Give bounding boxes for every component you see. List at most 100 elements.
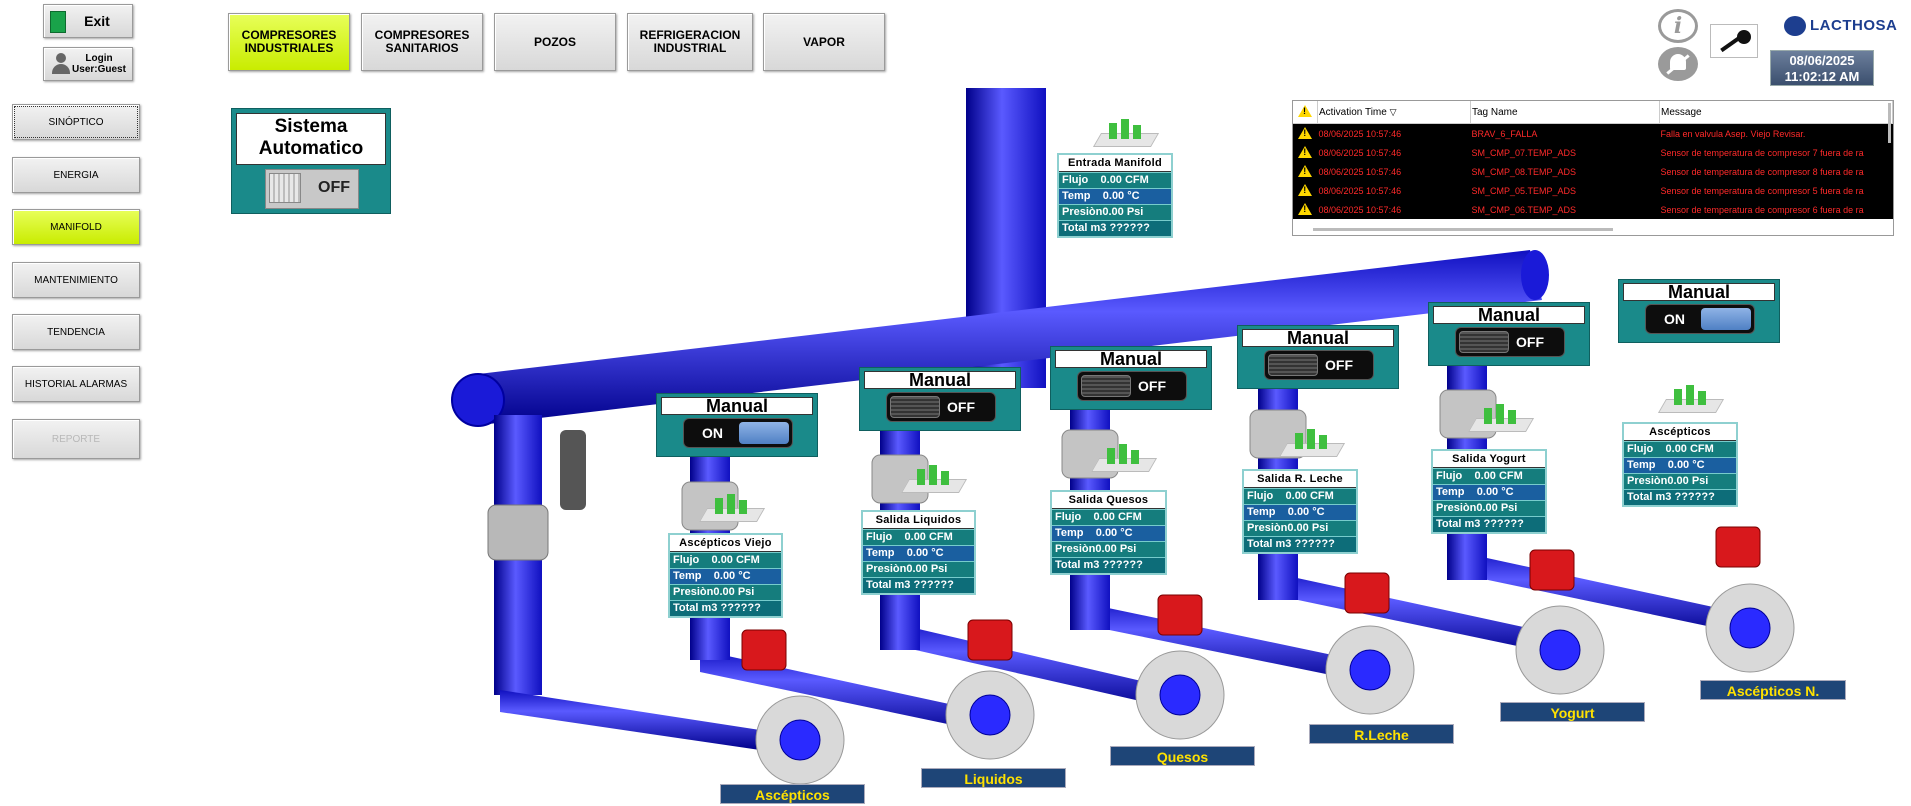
manual-title: Manual bbox=[661, 397, 813, 415]
chart-icon[interactable] bbox=[1467, 402, 1535, 436]
presion-row: Presiòn0.00 Psi bbox=[1433, 500, 1545, 516]
toggle-knob bbox=[1701, 308, 1751, 330]
key-icon[interactable] bbox=[1710, 24, 1758, 58]
flujo-value: 0.00 CFM bbox=[711, 554, 760, 566]
column-label: Activation Time bbox=[1319, 106, 1387, 118]
sidebar-item-manifold[interactable]: MANIFOLD bbox=[12, 209, 140, 245]
outlet-tag-asepticos-n: Ascépticos N. bbox=[1700, 680, 1846, 700]
chart-icon[interactable] bbox=[1090, 442, 1158, 476]
flujo-value: 0.00 CFM bbox=[1100, 174, 1149, 186]
info-icon[interactable]: i bbox=[1658, 9, 1698, 43]
column-message[interactable]: Message bbox=[1659, 101, 1893, 124]
temp-row: Temp 0.00 °C bbox=[1244, 504, 1356, 520]
outlet-rleche-info: Salida R. Leche Flujo 0.00 CFM Temp 0.00… bbox=[1242, 469, 1358, 554]
manual-toggle[interactable]: OFF bbox=[886, 392, 996, 422]
chart-icon[interactable] bbox=[1092, 117, 1160, 151]
outlet-quesos-info: Salida Quesos Flujo 0.00 CFM Temp 0.00 °… bbox=[1050, 490, 1167, 575]
user-icon bbox=[52, 53, 70, 75]
warning-icon bbox=[1298, 104, 1312, 117]
tab-label-line1: VAPOR bbox=[803, 34, 845, 49]
info-title: Salida Quesos bbox=[1052, 492, 1165, 509]
alarm-time: 08/06/2025 10:57:46 bbox=[1317, 143, 1471, 162]
total-row: Total m3 ?????? bbox=[1624, 489, 1736, 505]
alarm-tag: SM_CMP_06.TEMP_ADS bbox=[1470, 200, 1660, 219]
alarm-row[interactable]: 08/06/2025 10:57:46SM_CMP_07.TEMP_ADSSen… bbox=[1293, 143, 1893, 162]
user-label: User:Guest bbox=[72, 64, 126, 75]
manual-toggle[interactable]: OFF bbox=[1264, 350, 1374, 380]
flujo-row: Flujo 0.00 CFM bbox=[1433, 468, 1545, 484]
temp-row: Temp 0.00 °C bbox=[1059, 188, 1171, 204]
alarm-header-row: Activation Time ▽ Tag Name Message bbox=[1293, 101, 1893, 124]
alarm-row[interactable]: 08/06/2025 10:57:46SM_CMP_08.TEMP_ADSSen… bbox=[1293, 162, 1893, 181]
sidebar-item-historial-alarmas[interactable]: HISTORIAL ALARMAS bbox=[12, 366, 140, 402]
alarm-row[interactable]: 08/06/2025 10:57:46SM_CMP_05.TEMP_ADSSen… bbox=[1293, 181, 1893, 200]
exit-label: Exit bbox=[84, 12, 110, 29]
alarm-tag: SM_CMP_08.TEMP_ADS bbox=[1470, 162, 1660, 181]
sidebar-item-tendencia[interactable]: TENDENCIA bbox=[12, 314, 140, 350]
temp-value: 0.00 °C bbox=[1095, 527, 1133, 539]
login-label: Login bbox=[85, 53, 113, 64]
brand-name: LACTHOSA bbox=[1810, 17, 1898, 34]
alarm-tag: BRAV_6_FALLA bbox=[1470, 123, 1660, 143]
login-button[interactable]: Login User:Guest bbox=[43, 47, 133, 81]
sidebar-item-label: MANIFOLD bbox=[50, 221, 102, 233]
datetime-display: 08/06/2025 11:02:12 AM bbox=[1770, 50, 1874, 86]
info-title: Salida Yogurt bbox=[1433, 451, 1545, 468]
manual-toggle[interactable]: OFF bbox=[1455, 327, 1565, 357]
presion-value: 0.00 Psi bbox=[1095, 543, 1137, 555]
toggle-knob bbox=[1268, 354, 1318, 376]
total-row: Total m3 ?????? bbox=[1433, 516, 1545, 532]
alarm-vertical-scrollbar[interactable] bbox=[1888, 103, 1891, 143]
chart-icon[interactable] bbox=[1657, 383, 1725, 417]
warning-icon bbox=[1298, 202, 1313, 215]
tab-label-line1: COMPRESORES bbox=[241, 28, 337, 42]
total-row: Total m3 ?????? bbox=[1059, 220, 1171, 236]
sidebar-item-energia[interactable]: ENERGIA bbox=[12, 157, 140, 193]
alarm-message: Sensor de temperatura de compresor 8 fue… bbox=[1659, 162, 1893, 181]
outlet-tag-quesos: Quesos bbox=[1110, 746, 1255, 766]
sidebar-item-reporte[interactable]: REPORTE bbox=[12, 419, 140, 459]
sistema-toggle[interactable]: OFF bbox=[265, 169, 359, 209]
sistema-title-line2: Automatico bbox=[258, 138, 364, 159]
outlet-asepticos-n-info: Ascépticos Flujo 0.00 CFM Temp 0.00 °C P… bbox=[1622, 422, 1738, 507]
flujo-value: 0.00 CFM bbox=[1285, 490, 1334, 502]
manual-toggle[interactable]: OFF bbox=[1077, 371, 1187, 401]
alarm-silence-icon[interactable] bbox=[1658, 47, 1698, 81]
flujo-value: 0.00 CFM bbox=[1093, 511, 1142, 523]
alarm-row[interactable]: 08/06/2025 10:57:46SM_CMP_06.TEMP_ADSSen… bbox=[1293, 200, 1893, 219]
manual-toggle[interactable]: ON bbox=[1645, 304, 1755, 334]
chart-icon[interactable] bbox=[698, 492, 766, 526]
sidebar-item-sinoptico[interactable]: SINÓPTICO bbox=[12, 104, 140, 140]
presion-value: 0.00 Psi bbox=[713, 586, 755, 598]
exit-button[interactable]: Exit bbox=[43, 4, 133, 38]
tab-vapor[interactable]: VAPOR bbox=[763, 13, 885, 71]
sidebar-item-mantenimiento[interactable]: MANTENIMIENTO bbox=[12, 262, 140, 298]
chart-icon[interactable] bbox=[900, 463, 968, 497]
sidebar-item-label: MANTENIMIENTO bbox=[34, 274, 118, 286]
temp-value: 0.00 °C bbox=[713, 570, 751, 582]
tab-label-line1: REFRIGERACION bbox=[639, 28, 741, 42]
alarm-horizontal-scrollbar[interactable] bbox=[1313, 228, 1613, 231]
tab-pozos[interactable]: POZOS bbox=[494, 13, 616, 71]
tab-label-line2: INDUSTRIALES bbox=[244, 41, 334, 55]
tab-label-line2: SANITARIOS bbox=[385, 41, 459, 55]
manual-toggle[interactable]: ON bbox=[683, 418, 793, 448]
outlet-asepticos-viejo-manual-panel: Manual ON bbox=[656, 393, 818, 457]
column-tag-name[interactable]: Tag Name bbox=[1470, 101, 1660, 124]
warning-icon bbox=[1298, 126, 1313, 139]
chart-icon[interactable] bbox=[1278, 427, 1346, 461]
alarm-summary-table[interactable]: Activation Time ▽ Tag Name Message 08/06… bbox=[1292, 100, 1894, 236]
temp-value: 0.00 °C bbox=[1667, 459, 1705, 471]
toggle-state: ON bbox=[1664, 311, 1685, 327]
sidebar-item-label: REPORTE bbox=[51, 433, 101, 445]
time-text: 11:02:12 AM bbox=[1784, 69, 1860, 84]
filter-icon[interactable]: ▽ bbox=[1389, 106, 1397, 117]
alarm-message: Sensor de temperatura de compresor 6 fue… bbox=[1659, 200, 1893, 219]
column-activation-time[interactable]: Activation Time ▽ bbox=[1317, 101, 1471, 124]
total-value: ?????? bbox=[1483, 518, 1524, 530]
sistema-automatico-panel: Sistema Automatico OFF bbox=[231, 108, 391, 214]
